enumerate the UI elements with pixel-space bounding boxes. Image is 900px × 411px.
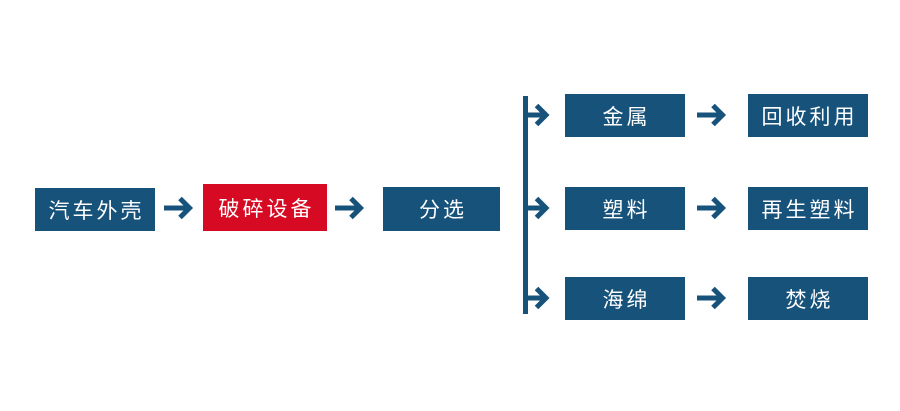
branch-arrow-right-icon (525, 103, 550, 127)
node-car-shell: 汽车外壳 (35, 188, 155, 231)
arrow-right-icon (697, 103, 727, 127)
branch-line (523, 96, 528, 314)
node-metal: 金属 (565, 94, 685, 137)
node-recycling: 回收利用 (748, 94, 868, 137)
node-sponge: 海绵 (565, 277, 685, 320)
node-recycled-plastic: 再生塑料 (748, 187, 868, 230)
arrow-right-icon (164, 196, 194, 220)
node-sorting: 分选 (383, 187, 500, 231)
arrow-right-icon (335, 196, 365, 220)
branch-arrow-right-icon (525, 286, 550, 310)
arrow-right-icon (697, 196, 727, 220)
arrow-right-icon (697, 286, 727, 310)
node-crushing-equipment: 破碎设备 (203, 184, 327, 231)
node-incineration: 焚烧 (748, 277, 868, 320)
branch-arrow-right-icon (525, 196, 550, 220)
node-plastic: 塑料 (565, 187, 685, 230)
